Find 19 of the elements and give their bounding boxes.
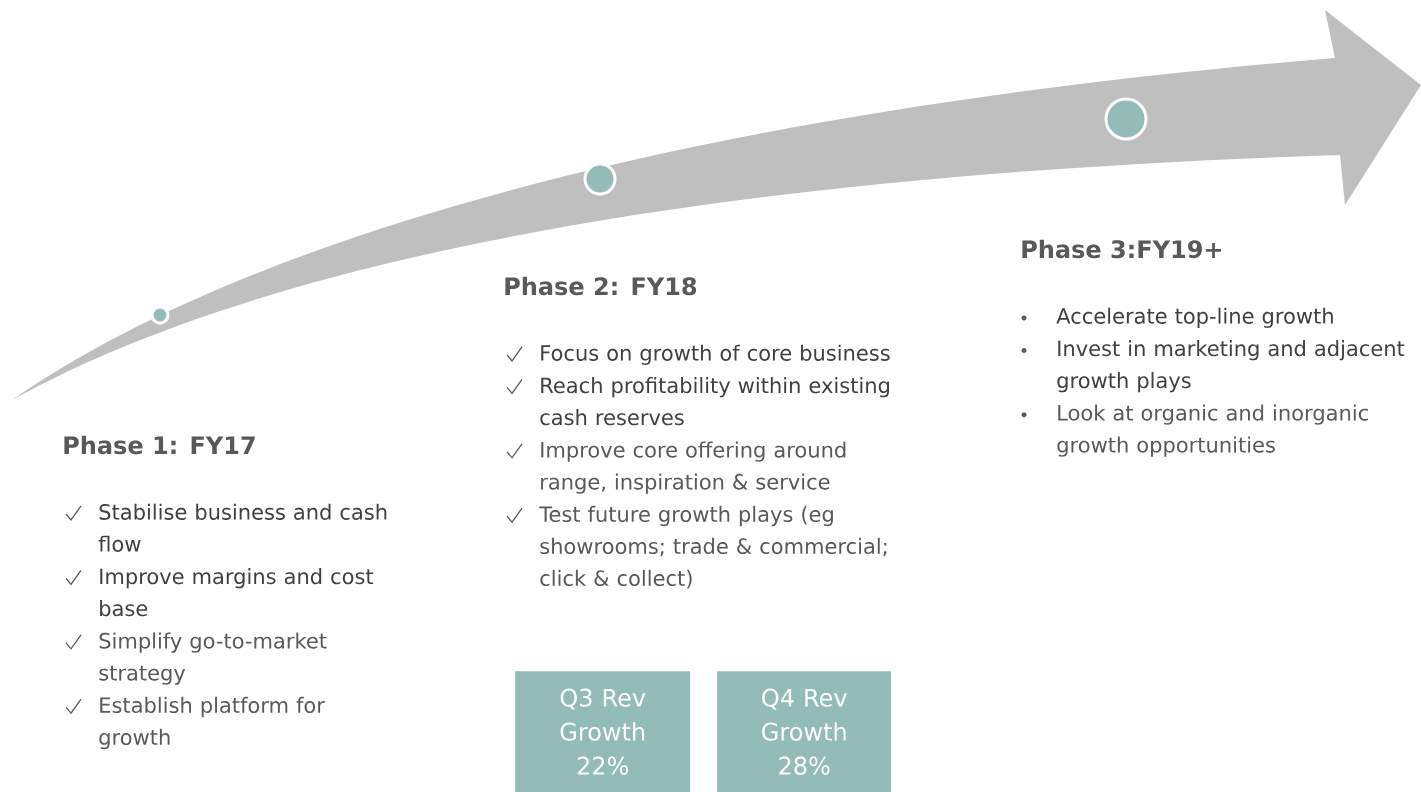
list-item: Improve core offering around range, inspiration & service xyxy=(541,441,846,494)
list-item: Simplify go-to-market strategy xyxy=(99,632,327,685)
milestone-dot xyxy=(1104,97,1148,141)
phase-heading: Phase 2: FY18 xyxy=(505,276,697,296)
phase-heading: Phase 3:FY19+ xyxy=(1022,239,1222,259)
list-item: Reach profitability within existing cash reserves xyxy=(540,377,889,426)
metric-box: Q4 Rev Growth 28% xyxy=(717,671,892,792)
list-item: Stabilise business and cash flow xyxy=(98,503,387,552)
milestone-dot xyxy=(150,305,170,325)
list-item: Improve margins and cost base xyxy=(100,568,374,617)
phase-heading: Phase 1: FY17 xyxy=(64,435,255,455)
list-item: Invest in marketing and adjacent growth plays xyxy=(1057,340,1405,393)
metric-box: Q3 Rev Growth 22% xyxy=(515,671,691,792)
list-item: Test future growth plays (eg showrooms; trade & commercial; click & collect) xyxy=(539,505,887,589)
list-item: Accelerate top-line growth xyxy=(1056,307,1333,328)
list-item: Look at organic and inorganic growth opportunities xyxy=(1057,404,1368,457)
milestone-dot xyxy=(583,162,617,196)
list-item: Focus on growth of core business xyxy=(541,344,890,365)
list-item: Establish platform for growth xyxy=(99,696,325,750)
